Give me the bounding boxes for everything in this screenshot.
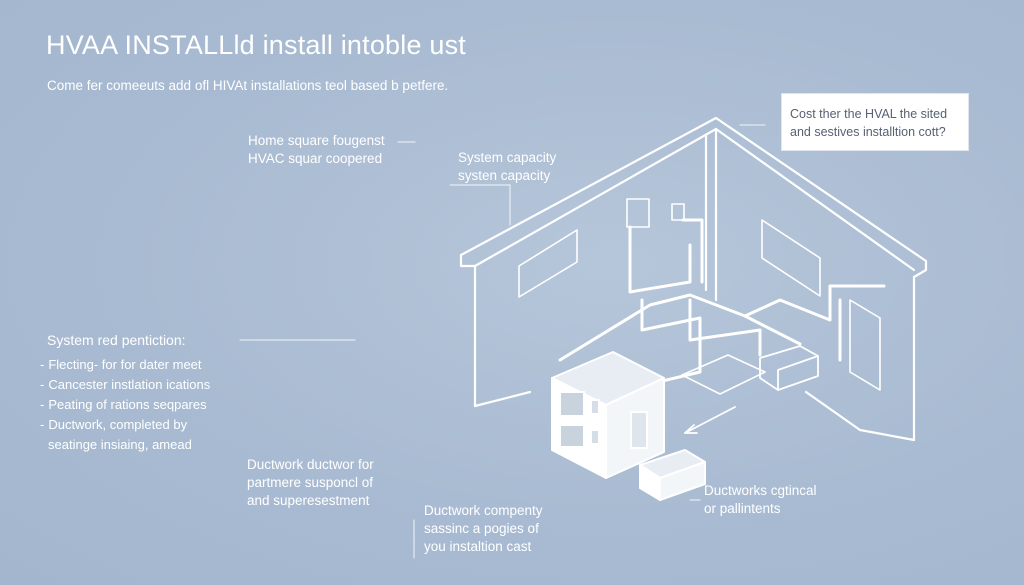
callout-line: Home square fougenst xyxy=(248,133,385,148)
thermostat xyxy=(626,198,685,228)
page-subtitle: Come fer comeeuts add ofl HIVAt installa… xyxy=(47,78,449,93)
list-item: -Ductwork, completed by xyxy=(40,417,188,432)
cost-question-box: Cost ther the HVAL the sited and sestive… xyxy=(781,93,969,151)
leader-lines xyxy=(239,124,766,559)
list-item: -Peating of rations seqpares xyxy=(40,397,207,412)
callout-line: or pallintents xyxy=(704,501,781,516)
condenser-box xyxy=(639,449,706,501)
ductwork-right-callout: Ductworks cgtincal or pallintents xyxy=(704,482,817,518)
pipes xyxy=(558,218,886,386)
house-outline xyxy=(459,116,928,442)
callout-line: partmere susponcl of xyxy=(247,475,374,490)
callout-line: you instaltion cast xyxy=(424,539,532,554)
callout-line: System capacity xyxy=(458,150,557,165)
system-capacity-callout: System capacity systen capacity xyxy=(458,149,556,185)
home-square-callout: Home square fougenst HVAC squar coopered xyxy=(248,132,385,168)
requirements-list: -Flecting- for for dater meet -Cancester… xyxy=(40,355,210,455)
list-item-continuation: seatinge insiaing, amead xyxy=(48,437,192,452)
ductwork-left-callout: Ductwork ductwor for partmere susponcl o… xyxy=(247,456,374,510)
callout-line: HVAC squar coopered xyxy=(248,151,383,166)
callout-line: systen capacity xyxy=(458,168,551,183)
list-item: -Cancester instlation ications xyxy=(40,377,211,392)
duct-box xyxy=(759,345,819,391)
ac-unit xyxy=(551,351,665,479)
requirements-title: System red pentiction: xyxy=(47,332,186,348)
callout-line: and superesestment xyxy=(247,493,370,508)
airflow-arrow xyxy=(684,406,736,434)
list-item: -Flecting- for for dater meet xyxy=(40,357,202,372)
callout-line: Ductwork compenty xyxy=(424,503,543,518)
callout-line: Cost ther the HVAL the sited xyxy=(790,107,948,121)
windows xyxy=(518,219,881,391)
callout-line: Ductworks cgtincal xyxy=(704,483,817,498)
page-title: HVAA INSTALLld install intoble ust xyxy=(46,30,467,60)
floor-vent xyxy=(681,354,766,395)
callout-line: and sestives installtion cott? xyxy=(790,125,946,139)
callout-line: Ductwork ductwor for xyxy=(247,457,374,472)
ductwork-company-callout: Ductwork compenty sassinc a pogies of yo… xyxy=(424,502,543,556)
callout-line: sassinc a pogies of xyxy=(424,521,539,536)
